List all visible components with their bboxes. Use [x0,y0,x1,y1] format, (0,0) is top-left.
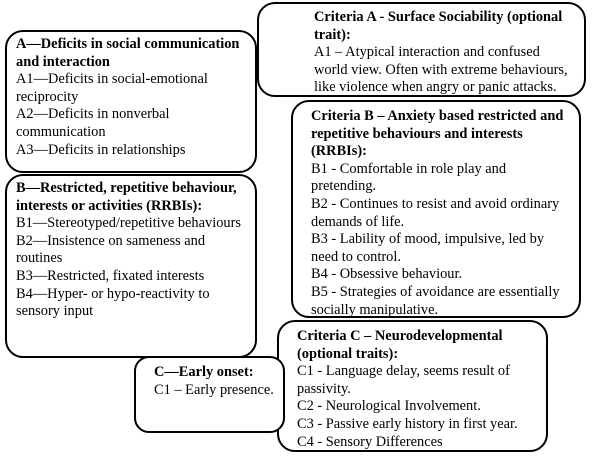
box-c-early-items: C1 – Early presence. [154,381,274,398]
box-a-deficits-social-communication[interactable]: A—Deficits in social communication and i… [5,30,257,173]
box-criteria-c-items: C1 - Language delay, seems result of pas… [297,363,518,450]
box-criteria-c-title: Criteria C – Neurodevelopmental (optiona… [297,328,503,362]
box-c-early-onset[interactable]: C—Early onset: C1 – Early presence. [134,356,285,433]
box-b-title: B—Restricted, repetitive behaviour, inte… [16,180,237,214]
box-criteria-b-items: B1 - Comfortable in role play and preten… [311,160,560,318]
box-a-items: A1—Deficits in social-emotional reciproc… [16,71,208,158]
box-criteria-a-surface-sociability[interactable]: Criteria A - Surface Sociability (option… [257,2,586,97]
box-a-title: A—Deficits in social communication and i… [16,36,240,70]
box-criteria-c-neurodevelopmental[interactable]: Criteria C – Neurodevelopmental (optiona… [277,320,548,452]
box-criteria-a-title: Criteria A - Surface Sociability (option… [314,9,563,43]
box-c-early-title: C—Early onset: [154,364,254,380]
box-b-restricted-repetitive-behaviour[interactable]: B—Restricted, repetitive behaviour, inte… [5,174,257,358]
box-criteria-b-anxiety-rrbis[interactable]: Criteria B – Anxiety based restricted an… [291,100,581,318]
box-b-items: B1—Stereotyped/repetitive behaviours B2—… [16,215,241,320]
box-criteria-a-items: A1 – Atypical interaction and confused w… [314,44,568,96]
box-criteria-b-title: Criteria B – Anxiety based restricted an… [311,108,564,160]
